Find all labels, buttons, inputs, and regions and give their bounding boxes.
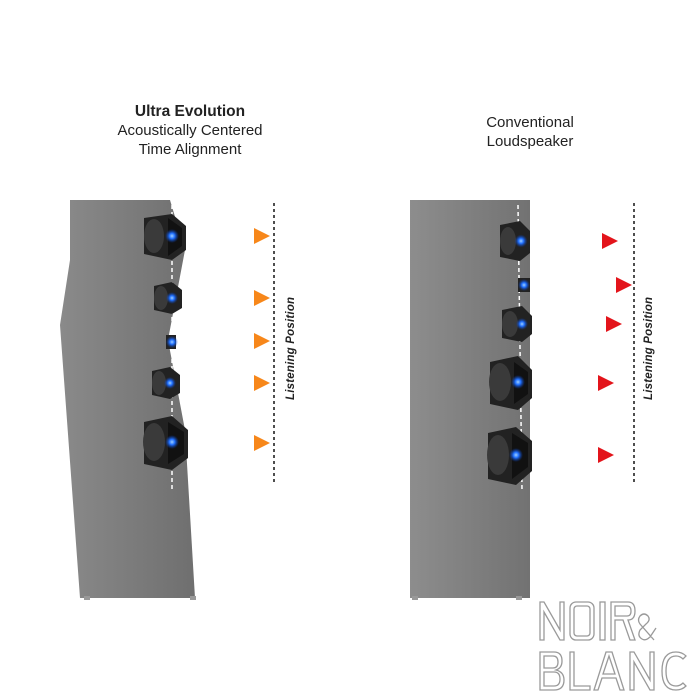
right-driver-5 xyxy=(487,427,532,485)
right-title-block: Conventional Loudspeaker xyxy=(420,113,640,151)
left-title-block: Ultra Evolution Acoustically Centered Ti… xyxy=(70,102,310,159)
left-driver-1 xyxy=(144,214,186,260)
left-subtitle-line2: Time Alignment xyxy=(138,141,242,158)
right-title-line1: Conventional xyxy=(486,114,574,131)
left-driver-3 xyxy=(166,335,178,349)
left-listening-label: Listening Position xyxy=(285,297,297,400)
right-baffle-line xyxy=(517,204,523,491)
left-arrows xyxy=(176,228,270,451)
left-driver-2 xyxy=(154,282,182,314)
right-arrows xyxy=(518,233,632,463)
left-subtitle-line1: Acoustically Centered xyxy=(117,122,263,139)
left-title: Ultra Evolution xyxy=(134,103,246,120)
right-driver-4 xyxy=(489,356,532,410)
right-driver-3 xyxy=(502,306,532,342)
right-listening-label: Listening Position xyxy=(643,297,655,400)
noir-blanc-logo xyxy=(539,601,687,691)
left-speaker-cabinet xyxy=(60,200,196,600)
right-title-line2: Loudspeaker xyxy=(486,133,574,150)
left-drivers xyxy=(143,214,188,470)
right-driver-2 xyxy=(518,278,530,292)
right-drivers xyxy=(487,221,532,485)
right-driver-1 xyxy=(500,221,530,261)
left-driver-4 xyxy=(152,367,180,399)
